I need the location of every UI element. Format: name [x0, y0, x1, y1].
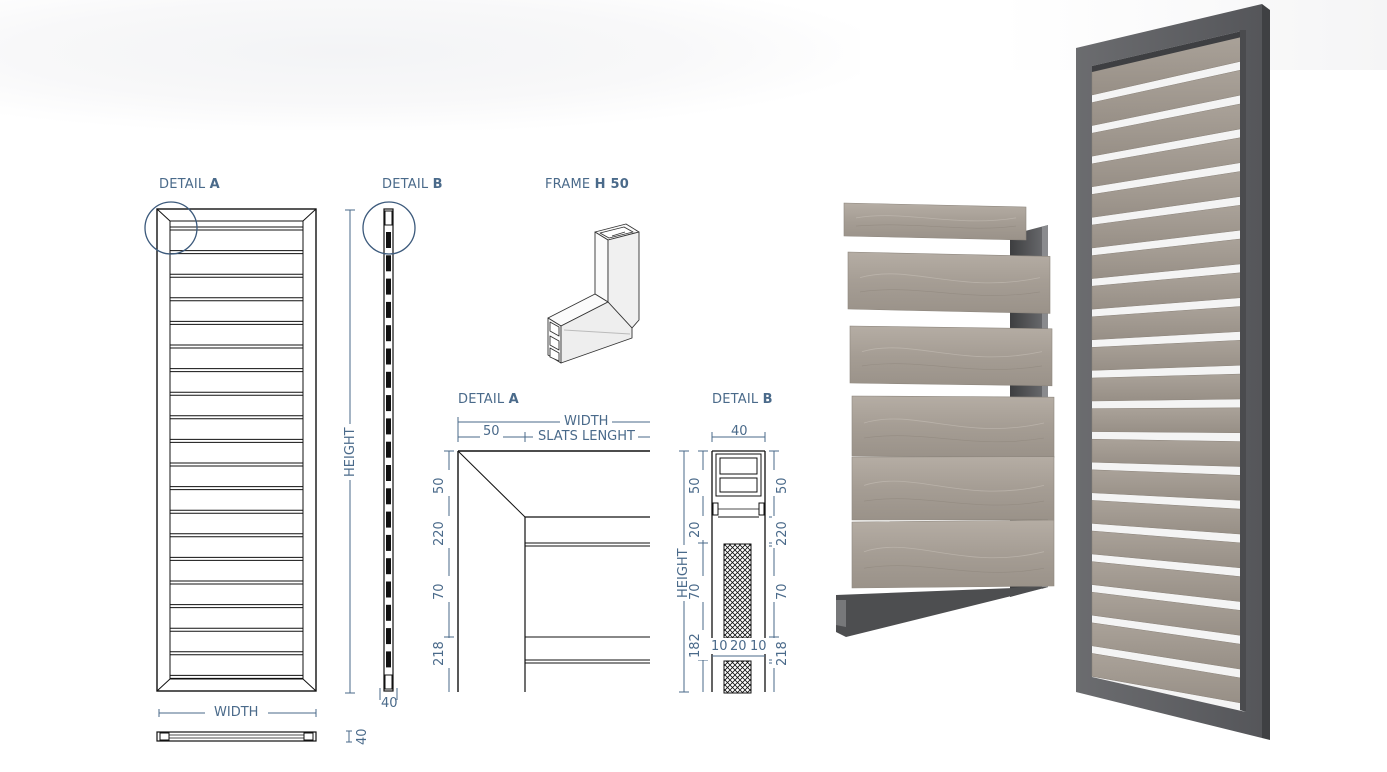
frame-h50-label: FRAME H 50 — [545, 177, 629, 192]
detail-b-left-dim-2: 20 — [688, 521, 703, 538]
wood-grain — [855, 224, 1017, 229]
detail-b-right-dim-1: 50 — [775, 477, 790, 494]
wood-grain — [863, 418, 1045, 429]
panel-slats — [170, 226, 303, 679]
detail-b-right-dim-2: 220 — [775, 521, 790, 546]
wood-grain — [863, 435, 1045, 443]
panel-side-dim: 40 — [381, 696, 398, 711]
wood-slat — [847, 251, 1051, 314]
panel-slat — [1091, 407, 1243, 434]
detail-b-right-dim-4: 218 — [775, 641, 790, 666]
detail-b-left-dim-1: 50 — [688, 477, 703, 494]
section-slat-block — [386, 395, 391, 412]
wood-grain — [863, 480, 1045, 492]
section-slat-block — [386, 465, 391, 481]
section-slat-block — [386, 441, 391, 458]
section-slat-block — [386, 651, 391, 668]
section-slat-block — [386, 628, 391, 645]
detail-b-bottom-dim-2: 20 — [730, 639, 747, 654]
section-slat-block — [386, 488, 391, 505]
wood-slat — [849, 325, 1053, 387]
detail-b-right-dim-3: 70 — [775, 583, 790, 600]
framed-panel-render — [1076, 4, 1270, 740]
detail-b-bottom-dim-3: 10 — [750, 639, 767, 654]
detail-a-width-label: WIDTH — [564, 414, 609, 429]
frame-h50-isometric — [547, 223, 640, 364]
wood-grain — [863, 498, 1045, 506]
panel-detail-a-label: DETAIL A — [159, 177, 220, 192]
wood-grain — [863, 565, 1045, 573]
detail-a-offset-dim: 50 — [483, 424, 500, 439]
background-blur — [0, 0, 860, 130]
detail-b-bottom-dim-1: 10 — [711, 639, 728, 654]
section-slat-block — [386, 348, 391, 365]
wood-grain — [861, 347, 1043, 358]
detail-b-left-dim-4: 182 — [688, 633, 703, 658]
wood-grain — [861, 363, 1043, 370]
wood-grain — [863, 546, 1045, 559]
section-slat-block — [386, 558, 391, 575]
framed-panel-slats — [1091, 35, 1243, 704]
section-slat-block — [386, 418, 391, 435]
section-slat-blocks — [386, 232, 391, 668]
wood-grain — [859, 273, 1041, 284]
detail-a-circle — [144, 201, 198, 255]
section-slat-block — [386, 581, 391, 598]
section-slat-block — [386, 301, 391, 318]
panel-detail-b-label: DETAIL B — [382, 177, 443, 192]
section-slat-block — [386, 232, 391, 248]
panel-slat — [1091, 438, 1243, 467]
detail-b-left-dim-3: 70 — [688, 583, 703, 600]
fence-wood-slats — [843, 202, 1055, 589]
wood-slat — [843, 202, 1027, 241]
section-slat-block — [386, 325, 391, 342]
section-slat-block — [386, 604, 391, 621]
panel-width-label: WIDTH — [214, 705, 259, 720]
section-slat-block — [386, 511, 391, 528]
detail-b-circle — [362, 201, 416, 255]
detail-a-slats-length-label: SLATS LENGHT — [538, 429, 635, 444]
detail-b-enlarged-label: DETAIL B — [712, 392, 773, 407]
detail-a-enlarged-label: DETAIL A — [458, 392, 519, 407]
panel-slat — [1091, 373, 1243, 402]
slat-fence-render — [836, 202, 1055, 637]
section-slat-block — [386, 534, 391, 551]
section-slat-block — [386, 371, 391, 388]
wood-slat — [851, 519, 1055, 589]
wood-grain — [855, 215, 1017, 222]
detail-b-top-dim: 40 — [731, 424, 748, 439]
section-slat-block — [386, 255, 391, 272]
wood-grain — [859, 289, 1041, 296]
section-slat-block — [386, 278, 391, 295]
